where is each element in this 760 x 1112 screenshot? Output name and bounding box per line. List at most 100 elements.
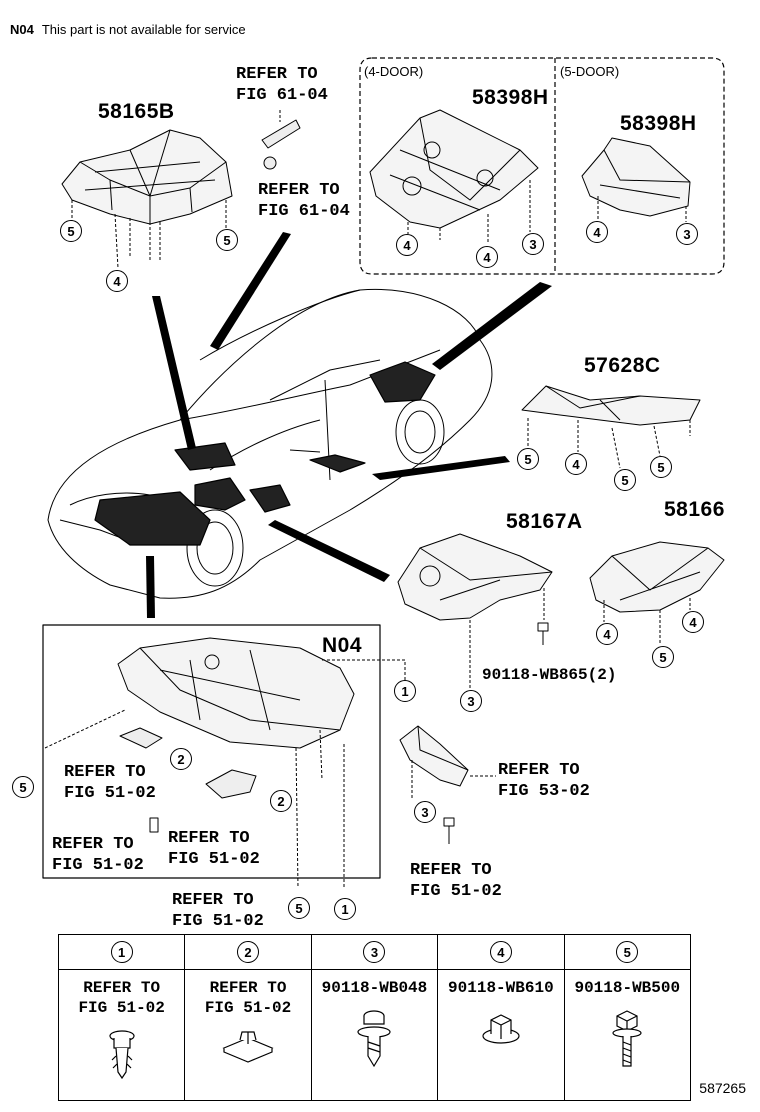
leader-wedges bbox=[146, 232, 552, 618]
part-58166-leaders bbox=[603, 598, 691, 644]
part-label-58398h-5door[interactable]: 58398H bbox=[620, 112, 697, 135]
legend-cell-5[interactable]: 90118-WB500 bbox=[563, 969, 692, 1101]
refer-fig-53-02[interactable]: REFER TO FIG 53-02 bbox=[498, 760, 590, 802]
refer-fig-51-02-d[interactable]: REFER TO FIG 51-02 bbox=[172, 890, 264, 932]
callout-4[interactable]: 4 bbox=[565, 453, 587, 475]
bolt-callout-wb865[interactable]: 90118-WB865(2) bbox=[482, 666, 617, 684]
callout-5[interactable]: 5 bbox=[652, 646, 674, 668]
refer-line-1: REFER TO bbox=[498, 761, 580, 780]
part-label-58165b[interactable]: 58165B bbox=[98, 100, 175, 123]
refer-line-1: REFER TO bbox=[172, 891, 254, 910]
legend-cell-1[interactable]: REFER TO FIG 51-02 bbox=[57, 969, 186, 1101]
clip-parts-n04 bbox=[119, 727, 257, 833]
legend-text: 90118-WB500 bbox=[565, 978, 690, 998]
bracket-53-02-leaders bbox=[411, 760, 496, 800]
callout-3[interactable]: 3 bbox=[460, 690, 482, 712]
legend-header-cell: 3 bbox=[310, 934, 439, 970]
legend-cell-3[interactable]: 90118-WB048 bbox=[310, 969, 439, 1101]
part-58165b-drawing bbox=[61, 129, 233, 225]
bolt-90118-wb865 bbox=[537, 622, 549, 645]
fastener-legend-table: 1 2 3 4 5 REFER TO FIG 51-02 REFER TO bbox=[57, 934, 692, 1101]
part-58167a-drawing bbox=[397, 533, 553, 621]
part-58398h-5door-leaders bbox=[597, 196, 687, 222]
callout-5[interactable]: 5 bbox=[650, 456, 672, 478]
part-58398h-4door-leaders bbox=[407, 180, 531, 244]
callout-2[interactable]: 2 bbox=[270, 790, 292, 812]
part-58165b-leaders bbox=[71, 200, 227, 269]
callout-5[interactable]: 5 bbox=[60, 220, 82, 242]
part-label-n04[interactable]: N04 bbox=[322, 634, 363, 657]
callout-5[interactable]: 5 bbox=[614, 469, 636, 491]
legend-text: REFER TO FIG 51-02 bbox=[185, 978, 310, 1018]
part-58398h-4door-drawing bbox=[369, 109, 539, 229]
screw-clip-icon bbox=[357, 1010, 392, 1068]
callout-4[interactable]: 4 bbox=[596, 623, 618, 645]
callout-4[interactable]: 4 bbox=[106, 270, 128, 292]
callout-4[interactable]: 4 bbox=[682, 611, 704, 633]
part-58166-drawing bbox=[589, 541, 725, 613]
legend-header-row: 1 2 3 4 5 bbox=[57, 934, 692, 970]
legend-line-1: REFER TO bbox=[209, 979, 287, 997]
legend-header-cell: 4 bbox=[437, 934, 565, 970]
part-label-58398h-4door[interactable]: 58398H bbox=[472, 86, 549, 109]
part-label-58167a[interactable]: 58167A bbox=[506, 510, 583, 533]
car-undercover-parts bbox=[94, 361, 436, 546]
refer-line-2: FIG 51-02 bbox=[168, 850, 260, 869]
part-label-57628c[interactable]: 57628C bbox=[584, 354, 661, 377]
header-note-code: N04 bbox=[10, 22, 34, 37]
legend-num: 3 bbox=[363, 941, 386, 963]
refer-line-1: REFER TO bbox=[236, 65, 318, 84]
callout-5[interactable]: 5 bbox=[216, 229, 238, 251]
refer-fig-61-04-bottom[interactable]: REFER TO FIG 61-04 bbox=[258, 180, 350, 222]
callout-1[interactable]: 1 bbox=[394, 680, 416, 702]
figure-number: 587265 bbox=[699, 1080, 746, 1096]
callout-3[interactable]: 3 bbox=[676, 223, 698, 245]
part-n04-drawing bbox=[117, 637, 355, 749]
refer-line-1: REFER TO bbox=[168, 829, 250, 848]
refer-fig-51-02-b[interactable]: REFER TO FIG 51-02 bbox=[52, 834, 144, 876]
legend-header-cell: 5 bbox=[563, 934, 692, 970]
legend-line-1: 90118-WB610 bbox=[448, 979, 554, 997]
legend-cell-4[interactable]: 90118-WB610 bbox=[437, 969, 565, 1101]
refer-fig-51-02-c[interactable]: REFER TO FIG 51-02 bbox=[168, 828, 260, 870]
part-57628c-leaders bbox=[527, 418, 691, 469]
legend-line-2: FIG 51-02 bbox=[78, 999, 165, 1017]
part-label-58166[interactable]: 58166 bbox=[664, 498, 725, 521]
part-58167a-leaders bbox=[469, 588, 545, 688]
callout-1[interactable]: 1 bbox=[334, 898, 356, 920]
callout-3[interactable]: 3 bbox=[414, 801, 436, 823]
door-variant-frame bbox=[359, 57, 725, 275]
legend-text: REFER TO FIG 51-02 bbox=[59, 978, 184, 1018]
part-58398h-5door-drawing bbox=[581, 137, 691, 217]
legend-cell-2[interactable]: REFER TO FIG 51-02 bbox=[184, 969, 312, 1101]
n04-frame bbox=[42, 624, 381, 879]
refer-line-1: REFER TO bbox=[410, 861, 492, 880]
bolt-53-02 bbox=[443, 817, 455, 844]
callout-2[interactable]: 2 bbox=[170, 748, 192, 770]
refer-line-1: REFER TO bbox=[64, 763, 146, 782]
legend-num: 4 bbox=[489, 941, 512, 963]
callout-5[interactable]: 5 bbox=[12, 776, 34, 798]
callout-4[interactable]: 4 bbox=[396, 234, 418, 256]
callout-3[interactable]: 3 bbox=[522, 233, 544, 255]
callout-5[interactable]: 5 bbox=[517, 448, 539, 470]
legend-num: 1 bbox=[110, 941, 133, 963]
legend-line-1: REFER TO bbox=[83, 979, 161, 997]
bracket-53-02-drawing bbox=[399, 725, 469, 787]
legend-num: 2 bbox=[237, 941, 260, 963]
refer-line-1: REFER TO bbox=[52, 835, 134, 854]
callout-4[interactable]: 4 bbox=[476, 246, 498, 268]
callout-5[interactable]: 5 bbox=[288, 897, 310, 919]
nut-icon bbox=[482, 1014, 520, 1044]
refer-fig-61-04-top[interactable]: REFER TO FIG 61-04 bbox=[236, 64, 328, 106]
refer-fig-51-02-a[interactable]: REFER TO FIG 51-02 bbox=[64, 762, 156, 804]
callout-4[interactable]: 4 bbox=[586, 221, 608, 243]
part-n04-leaders bbox=[44, 659, 406, 889]
refer-fig-51-02-e[interactable]: REFER TO FIG 51-02 bbox=[410, 860, 502, 902]
bolt-icon bbox=[612, 1010, 642, 1067]
legend-text: 90118-WB048 bbox=[312, 978, 437, 998]
refer-line-2: FIG 51-02 bbox=[172, 912, 264, 931]
legend-line-1: 90118-WB048 bbox=[321, 979, 428, 997]
